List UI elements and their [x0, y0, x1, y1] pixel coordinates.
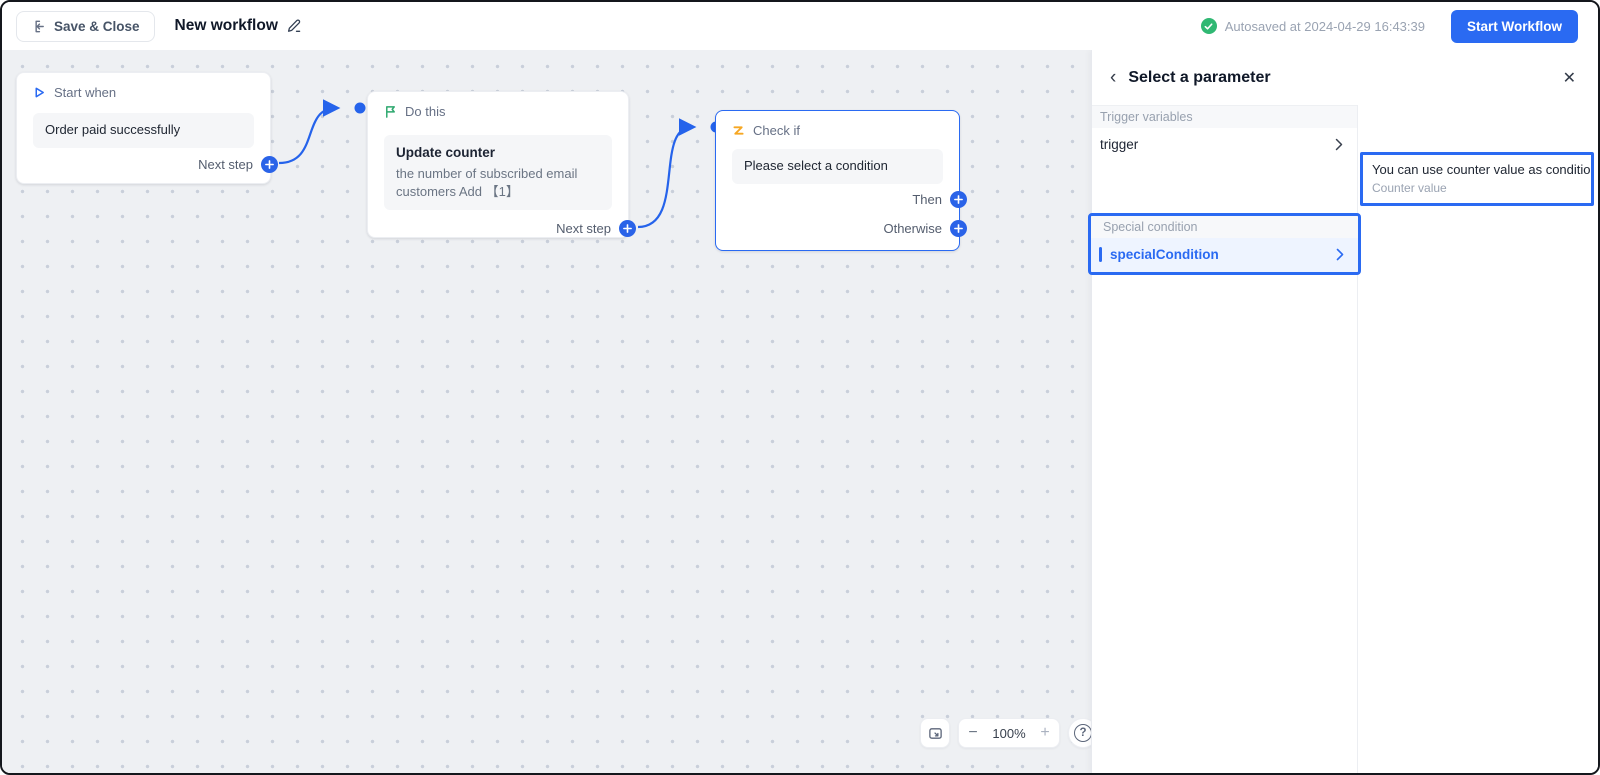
tooltip-title: You can use counter value as condition — [1372, 162, 1594, 177]
condition-select-box[interactable]: Please select a condition — [732, 149, 943, 184]
node-start-label: Start when — [54, 85, 117, 100]
counter-value-tooltip: You can use counter value as condition C… — [1360, 152, 1594, 206]
autosave-text: Autosaved at 2024-04-29 16:43:39 — [1224, 18, 1425, 34]
panel-title: Select a parameter — [1128, 68, 1271, 86]
node-condition-label: Check if — [753, 123, 800, 138]
selected-indicator-bar — [1099, 247, 1102, 262]
list-item-special-condition[interactable]: specialCondition — [1091, 238, 1358, 272]
help-button[interactable]: ? — [1068, 718, 1091, 748]
play-icon — [33, 86, 46, 99]
add-next-step-button[interactable] — [261, 156, 278, 173]
special-condition-item-label: specialCondition — [1110, 247, 1219, 262]
next-step-label: Next step — [556, 221, 611, 236]
panel-body: Trigger variables trigger Special condit… — [1088, 105, 1598, 773]
add-next-step-button[interactable] — [619, 220, 636, 237]
parameter-list-column: Trigger variables trigger Special condit… — [1088, 105, 1361, 773]
fit-view-button[interactable] — [920, 718, 950, 748]
node-action-label: Do this — [405, 104, 446, 119]
tooltip-subtitle: Counter value — [1372, 181, 1447, 195]
then-row: Then — [912, 191, 967, 208]
help-icon: ? — [1074, 724, 1091, 742]
chevron-right-icon — [1335, 138, 1343, 151]
plus-icon — [623, 224, 632, 233]
action-next-step-row: Next step — [556, 220, 636, 237]
node-check-if[interactable]: Check if Please select a condition Then … — [715, 110, 967, 251]
zoom-out-button[interactable]: − — [968, 724, 978, 741]
workflow-title-area: New workflow — [175, 17, 302, 35]
special-condition-highlight-box: Special condition specialCondition — [1088, 213, 1361, 275]
next-step-label: Next step — [198, 157, 253, 172]
add-then-step-button[interactable] — [950, 191, 967, 208]
node-action-header: Do this — [384, 104, 445, 119]
top-bar: Save & Close New workflow Autosaved at 2… — [2, 2, 1598, 50]
list-item-trigger[interactable]: trigger — [1092, 128, 1357, 161]
action-description: the number of subscribed email customers… — [396, 165, 578, 200]
autosave-check-icon — [1200, 18, 1217, 34]
start-trigger-text: Order paid successfully — [45, 122, 181, 137]
back-icon[interactable]: ‹ — [1110, 67, 1117, 88]
parameter-panel: ‹ Select a parameter ✕ Trigger variables… — [1088, 50, 1598, 773]
plus-icon — [265, 160, 274, 169]
action-title: Update counter — [396, 145, 496, 160]
node-start-when[interactable]: Start when Order paid successfully Next … — [16, 72, 278, 184]
trigger-item-label: trigger — [1100, 137, 1139, 152]
chevron-right-icon — [1336, 248, 1344, 261]
canvas-controls: − 100% + ? — [920, 718, 1091, 748]
plus-icon — [954, 224, 963, 233]
branch-condition-icon — [732, 125, 745, 136]
main-area: Start when Order paid successfully Next … — [2, 50, 1598, 773]
workflow-canvas[interactable]: Start when Order paid successfully Next … — [2, 50, 1091, 773]
flag-icon — [384, 105, 397, 118]
node-condition-header: Check if — [732, 123, 800, 138]
otherwise-row: Otherwise — [883, 220, 967, 237]
connector-dot-action — [354, 102, 366, 114]
otherwise-label: Otherwise — [883, 221, 942, 236]
start-trigger-box[interactable]: Order paid successfully — [33, 113, 254, 148]
add-otherwise-step-button[interactable] — [950, 220, 967, 237]
start-next-step-row: Next step — [198, 156, 278, 173]
exit-save-icon — [31, 19, 46, 34]
close-icon[interactable]: ✕ — [1562, 69, 1576, 87]
section-header-special-condition: Special condition — [1091, 216, 1358, 238]
start-workflow-button[interactable]: Start Workflow — [1450, 9, 1578, 43]
node-start-header: Start when — [33, 85, 116, 100]
zoom-level: 100% — [992, 725, 1026, 741]
zoom-control: − 100% + — [958, 718, 1060, 748]
edit-pencil-icon[interactable] — [286, 18, 302, 34]
condition-placeholder-text: Please select a condition — [744, 158, 888, 173]
panel-header: ‹ Select a parameter ✕ — [1092, 50, 1598, 105]
action-summary-box[interactable]: Update counter the number of subscribed … — [384, 135, 612, 211]
save-close-label: Save & Close — [54, 18, 140, 34]
workflow-title: New workflow — [174, 17, 278, 34]
plus-icon — [954, 195, 963, 204]
autosave-status: Autosaved at 2024-04-29 16:43:39 — [1200, 18, 1425, 34]
then-label: Then — [912, 192, 942, 207]
save-close-button[interactable]: Save & Close — [16, 10, 155, 42]
connector-start-to-action — [278, 99, 341, 165]
section-header-trigger-variables: Trigger variables — [1092, 105, 1357, 128]
node-do-this[interactable]: Do this Update counter the number of sub… — [367, 91, 636, 238]
connector-action-to-condition — [637, 118, 697, 229]
fit-view-icon — [928, 727, 942, 739]
zoom-in-button[interactable]: + — [1040, 724, 1050, 741]
